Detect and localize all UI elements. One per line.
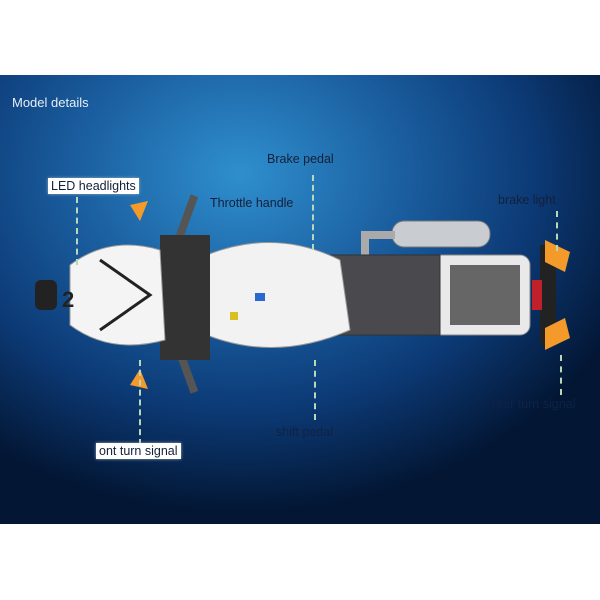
- leader-line: [560, 355, 562, 395]
- section-title: Model details: [12, 95, 89, 110]
- leader-line: [556, 211, 558, 251]
- label-led-headlights: LED headlights: [48, 178, 139, 194]
- label-throttle-handle: Throttle handle: [210, 196, 294, 210]
- leader-line: [76, 197, 78, 265]
- label-front-turn-signal: ont turn signal: [96, 443, 181, 459]
- leader-line: [314, 360, 316, 420]
- label-rear-turn-signal: rear turn signal: [492, 397, 576, 411]
- product-image: 2 Model details LED headlights Throttle …: [0, 75, 600, 524]
- leader-line: [312, 175, 314, 250]
- label-shift-pedal: shift pedal: [276, 425, 333, 439]
- label-brake-light: brake light: [498, 193, 556, 207]
- model-number: 2: [62, 287, 74, 312]
- label-brake-pedal: Brake pedal: [267, 152, 334, 166]
- motorcycle-model-illustration: 2: [35, 194, 570, 394]
- leader-line: [139, 360, 141, 445]
